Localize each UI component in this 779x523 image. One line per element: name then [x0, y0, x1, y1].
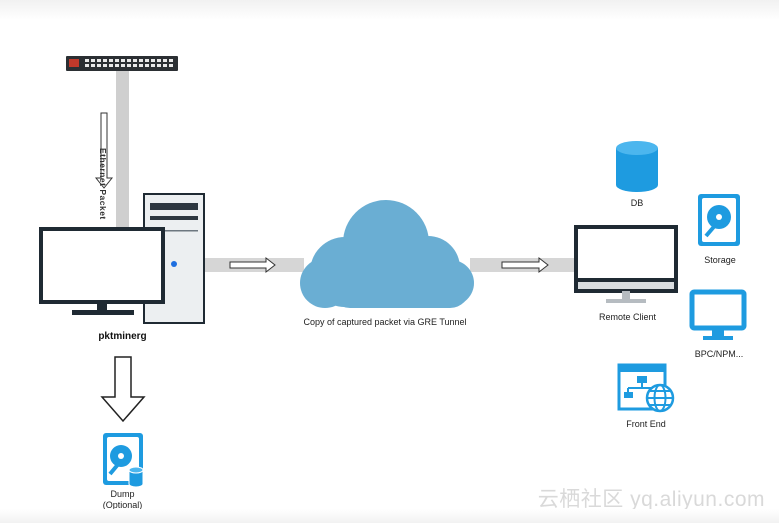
- database-icon: [616, 141, 658, 192]
- tunnel-arrow-left: [229, 256, 276, 274]
- db-label: DB: [630, 198, 644, 208]
- ethernet-packet-label: Ethernet Packet: [98, 148, 108, 220]
- dump-drive-icon: [103, 433, 144, 488]
- dump-optional-label: (Optional): [102, 500, 143, 510]
- front-end-label: Front End: [626, 419, 666, 429]
- monitor-icon: [689, 289, 747, 340]
- hard-drive-icon: [698, 194, 740, 246]
- dump-down-arrow: [100, 356, 146, 423]
- source-host-label: pktminerg: [98, 331, 147, 342]
- dump-label: Dump: [110, 489, 135, 499]
- bpc-npm-label: BPC/NPM...: [694, 349, 744, 359]
- watermark: 云栖社区 yq.aliyun.com: [537, 488, 765, 511]
- remote-client-label: Remote Client: [598, 312, 657, 322]
- top-edge-shade: [0, 0, 779, 20]
- tunnel-arrow-right: [501, 256, 549, 274]
- switch-icon: [66, 56, 178, 71]
- storage-label: Storage: [704, 255, 736, 265]
- cloud-icon: [300, 200, 474, 308]
- ethernet-down-arrow: [94, 112, 114, 189]
- bottom-edge-shade: [0, 509, 779, 523]
- tunnel-label: Copy of captured packet via GRE Tunnel: [303, 317, 467, 327]
- computer-monitor-icon: [39, 227, 165, 315]
- switch-link: [116, 67, 129, 230]
- remote-client-monitor-icon: [574, 225, 678, 303]
- sitemap-globe-icon: [617, 363, 675, 413]
